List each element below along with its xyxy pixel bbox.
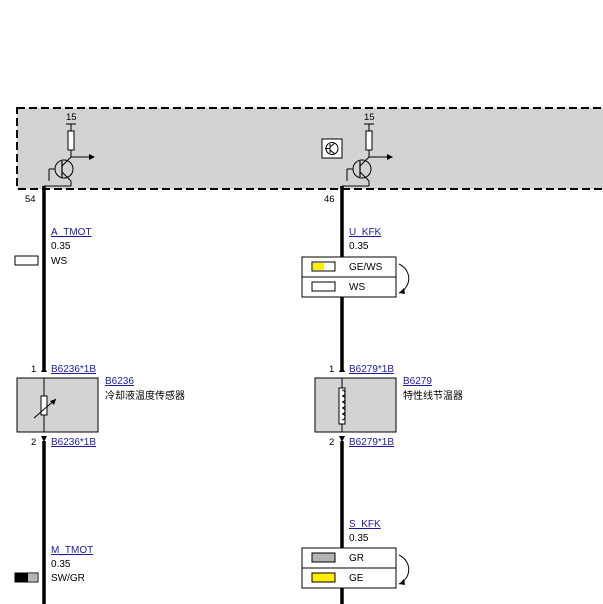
wire-color-label: SW/GR bbox=[51, 573, 85, 584]
signal-link-a-tmot[interactable]: A_TMOT bbox=[51, 227, 92, 238]
wire-color-alt-label: GE bbox=[349, 573, 364, 584]
wire-color-swatch-ge bbox=[311, 572, 336, 583]
wire-gauge: 0.35 bbox=[51, 241, 71, 252]
right-supply-label: 15 bbox=[364, 112, 375, 123]
wire-gauge: 0.35 bbox=[349, 533, 369, 544]
wire-gauge: 0.35 bbox=[349, 241, 369, 252]
thermistor-icon bbox=[40, 395, 48, 416]
wire-color-swatch-ws bbox=[14, 255, 39, 266]
wire-color-label: WS bbox=[349, 282, 365, 293]
connector-pin-1: 1 bbox=[329, 364, 334, 375]
connector-link-bottom[interactable]: B6279*1B bbox=[349, 437, 394, 448]
wire-color-label: WS bbox=[51, 256, 67, 267]
map-thermostat[interactable] bbox=[314, 377, 397, 433]
connector-pin-1: 1 bbox=[31, 364, 36, 375]
signal-link-u-kfk[interactable]: U_KFK bbox=[349, 227, 382, 238]
pin-number-46: 46 bbox=[324, 194, 335, 205]
component-link-id[interactable]: B6236 bbox=[105, 376, 134, 387]
left-supply-label: 15 bbox=[66, 112, 77, 123]
signal-link-s-kfk[interactable]: S_KFK bbox=[349, 519, 381, 530]
pin-number-54: 54 bbox=[25, 194, 36, 205]
connector-link-top[interactable]: B6279*1B bbox=[349, 364, 394, 375]
component-link-id[interactable]: B6279 bbox=[403, 376, 432, 387]
wire-color-swatch-ws bbox=[311, 281, 336, 292]
component-name: 冷却液温度传感器 bbox=[105, 389, 185, 402]
wire-color-alt-label: GE/WS bbox=[349, 262, 383, 273]
wire-gauge: 0.35 bbox=[51, 559, 71, 570]
left-output-transistor bbox=[44, 123, 95, 187]
wire-color-label: GR bbox=[349, 553, 364, 564]
heating-element-icon bbox=[341, 389, 346, 421]
connector-link-top[interactable]: B6236*1B bbox=[51, 364, 96, 375]
transistor-symbol-icon[interactable] bbox=[321, 138, 343, 159]
coolant-temperature-sensor[interactable] bbox=[16, 377, 99, 433]
component-name: 特性线节温器 bbox=[403, 389, 463, 402]
wire-color-swatch-gr bbox=[311, 552, 336, 563]
signal-link-m-tmot[interactable]: M_TMOT bbox=[51, 545, 93, 556]
connector-link-bottom[interactable]: B6236*1B bbox=[51, 437, 96, 448]
connector-pin-2: 2 bbox=[329, 437, 334, 448]
connector-pin-2: 2 bbox=[31, 437, 36, 448]
right-output-transistor bbox=[342, 123, 393, 187]
control-unit-housing bbox=[16, 107, 603, 190]
